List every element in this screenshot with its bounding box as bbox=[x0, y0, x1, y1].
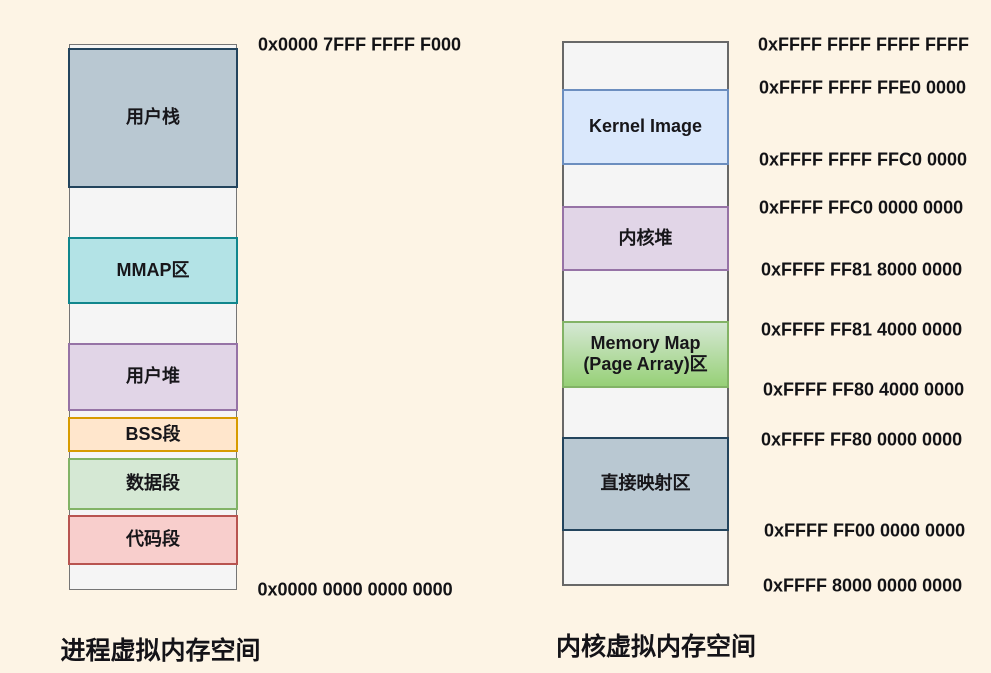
kernel-address: 0xFFFF FFFF FFE0 0000 bbox=[759, 77, 967, 97]
segment-label: 用户栈 bbox=[126, 106, 180, 127]
segment-label: 内核堆 bbox=[618, 227, 673, 248]
segment-kernel-heap: 内核堆 bbox=[562, 206, 729, 271]
kernel-address: 0xFFFF FFFF FFC0 0000 bbox=[759, 149, 968, 170]
segment-label: BSS段 bbox=[125, 423, 181, 444]
kernel-address: 0xFFFF FFFF FFFF FFFF bbox=[758, 34, 969, 54]
segment-memory-map: Memory Map (Page Array)区 bbox=[562, 320, 729, 388]
segment-label: 用户堆 bbox=[126, 366, 180, 387]
kernel-address: 0xFFFF FF81 4000 0000 bbox=[761, 319, 963, 340]
process-space-caption: 进程虚拟内存空间 bbox=[60, 636, 261, 665]
segment-label: 直接映射区 bbox=[600, 473, 691, 494]
kernel-address: 0xFFFF FF80 4000 0000 bbox=[763, 379, 965, 399]
kernel-memory-column: Kernel Image 内核堆 Memory Map (Page Array)区直… bbox=[562, 41, 729, 586]
kernel-address: 0xFFFF 8000 0000 0000 bbox=[763, 575, 963, 596]
segment-label: 数据段 bbox=[126, 473, 180, 494]
process-top-address: 0x0000 7FFF FFFF F000 bbox=[258, 34, 462, 54]
kernel-address: 0xFFFF FF80 0000 0000 bbox=[761, 429, 963, 450]
segment-user-stack: 用户栈 bbox=[68, 47, 238, 188]
segment-user-heap: 用户堆 bbox=[68, 343, 238, 411]
segment-direct-mapping: 直接映射区 bbox=[562, 437, 729, 531]
kernel-space-caption: 内核虚拟内存空间 bbox=[556, 632, 757, 661]
process-memory-column: 用户栈 MMAP区用户堆 BSS段数据段代码段 bbox=[68, 44, 238, 590]
segment-bss-segment: BSS段 bbox=[68, 417, 238, 452]
kernel-address: 0xFFFF FFC0 0000 0000 bbox=[759, 197, 964, 217]
segment-mmap-area: MMAP区 bbox=[68, 237, 238, 304]
process-bottom-address: 0x0000 0000 0000 0000 bbox=[257, 579, 453, 599]
segment-data-segment: 数据段 bbox=[68, 458, 238, 510]
segment-label: 代码段 bbox=[126, 529, 180, 550]
kernel-address: 0xFFFF FF00 0000 0000 bbox=[764, 520, 966, 540]
segment-label: Kernel Image bbox=[588, 116, 703, 137]
kernel-address: 0xFFFF FF81 8000 0000 bbox=[761, 259, 963, 280]
segment-code-segment: 代码段 bbox=[68, 515, 238, 565]
segment-kernel-image: Kernel Image bbox=[562, 89, 729, 165]
segment-label: MMAP区 bbox=[116, 259, 190, 280]
segment-label: Memory Map (Page Array)区 bbox=[583, 333, 708, 375]
